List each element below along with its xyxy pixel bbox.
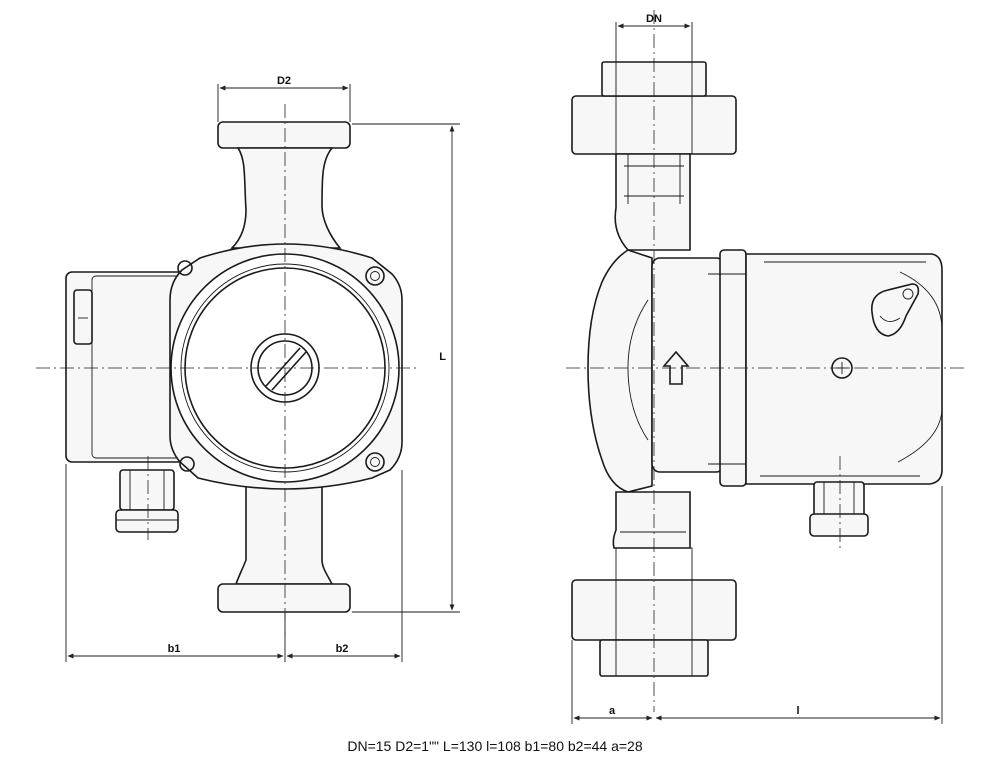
front-top-neck xyxy=(230,147,342,249)
dim-label-l-side: l xyxy=(796,705,799,717)
dim-label-d2: D2 xyxy=(277,75,291,87)
front-bottom-flange xyxy=(217,583,351,613)
dim-label-b2: b2 xyxy=(336,643,349,655)
dim-label-l-front: L xyxy=(439,351,446,363)
front-terminal-lock xyxy=(73,289,93,345)
side-flow-arrow-icon xyxy=(662,350,690,385)
front-top-flange xyxy=(217,121,351,149)
dim-label-a: a xyxy=(609,705,616,717)
front-cable-gland xyxy=(119,469,175,511)
side-motor-body xyxy=(745,253,943,485)
dimension-caption: DN=15 D2=1"" L=130 l=108 b1=80 b2=44 a=2… xyxy=(347,738,643,754)
side-cable-gland xyxy=(813,481,865,517)
side-speed-knob xyxy=(871,283,920,337)
dim-label-dn: DN xyxy=(646,13,662,25)
dim-label-b1: b1 xyxy=(168,643,181,655)
side-volute xyxy=(587,249,653,493)
front-view: D2 L b1 b2 xyxy=(36,75,460,662)
side-view: DN a l xyxy=(566,10,968,724)
front-bottom-neck xyxy=(234,477,334,585)
